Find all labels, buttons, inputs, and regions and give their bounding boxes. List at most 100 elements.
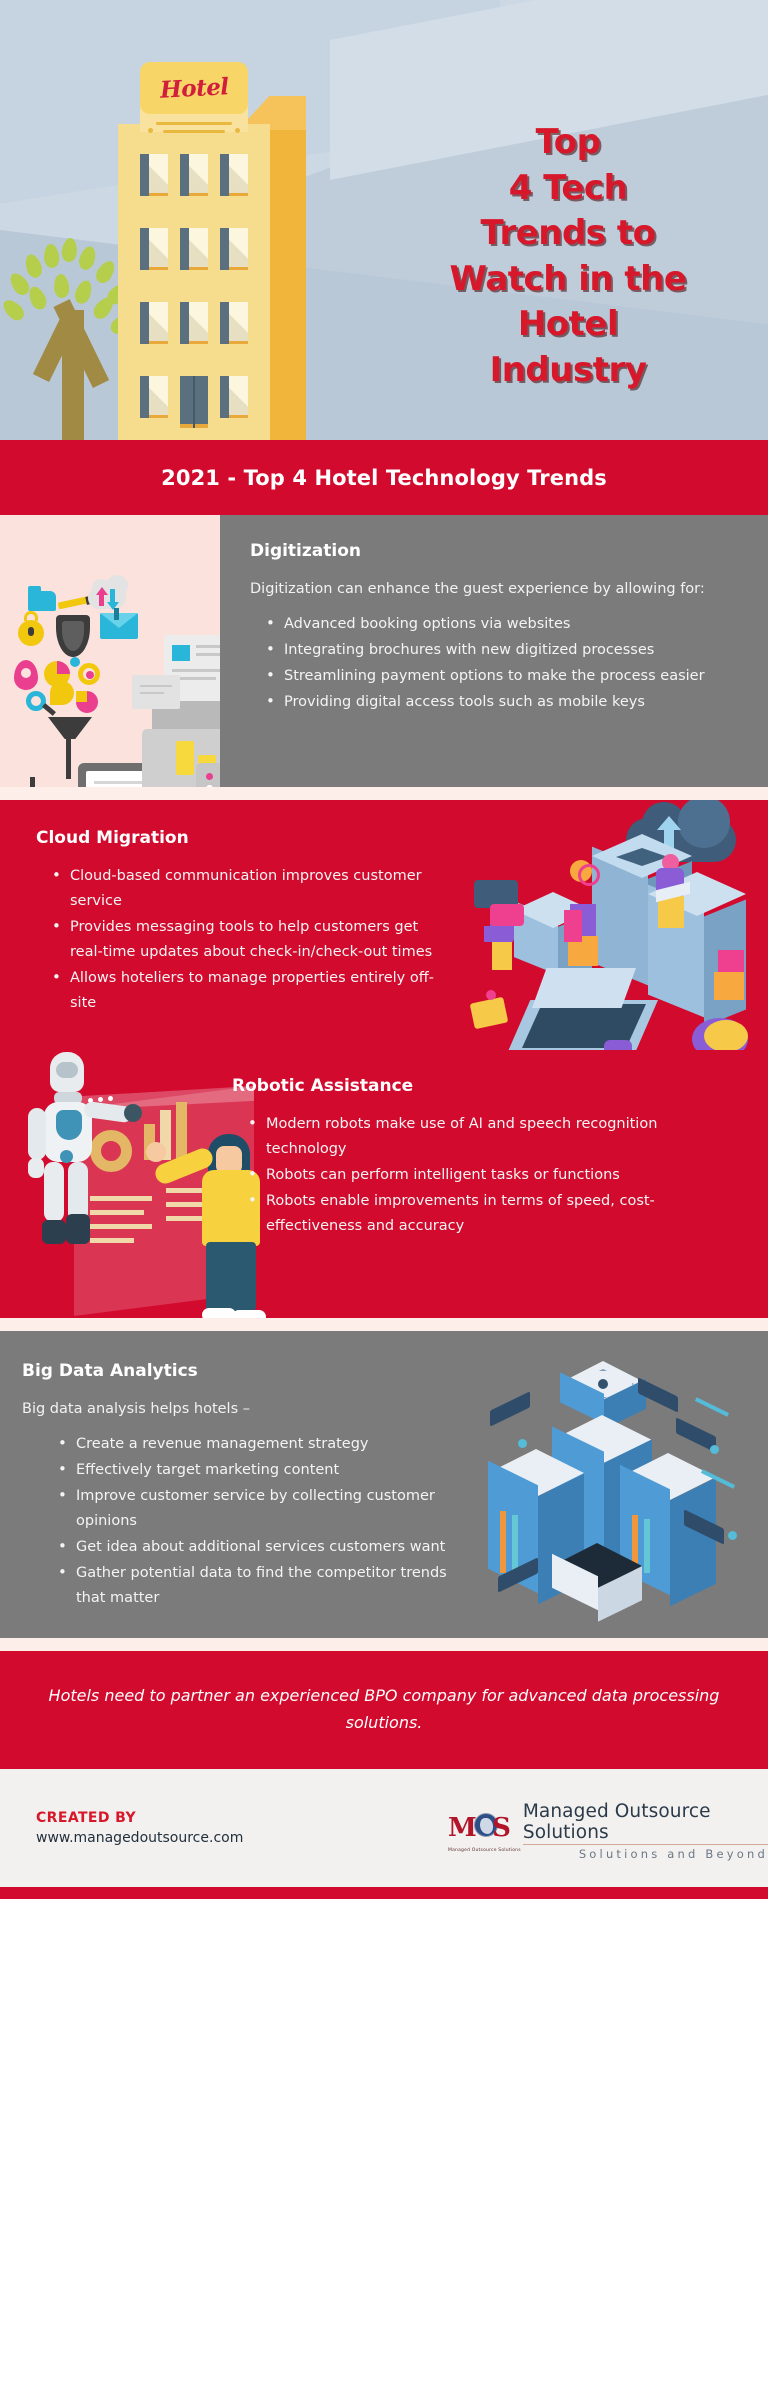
- list-item: Improve customer service by collecting c…: [58, 1483, 470, 1534]
- person-body-icon: [604, 1040, 632, 1050]
- list-item: Gather potential data to find the compet…: [58, 1560, 470, 1611]
- robot-chest-icon: [56, 1110, 82, 1140]
- bar-chart-bar: [160, 1110, 171, 1160]
- section-divider: [0, 1318, 768, 1331]
- dashboard-line: [166, 1216, 214, 1221]
- accent-dot-icon: [728, 1531, 737, 1540]
- building-window: [180, 151, 208, 196]
- donut-chart-slice-icon: [704, 1020, 748, 1050]
- bottom-strip: [0, 1886, 768, 1899]
- sign-decor-dot: [148, 128, 153, 133]
- chat-bubble-icon: [474, 880, 518, 908]
- robot-core-icon: [60, 1150, 73, 1163]
- person-legs-icon: [658, 896, 684, 928]
- dashboard-line: [90, 1238, 134, 1243]
- server-indicator-icon: [500, 1511, 506, 1573]
- folder-tab-icon: [28, 586, 41, 592]
- pie-slice-icon: [57, 661, 70, 674]
- globe-icon: [474, 1812, 498, 1837]
- section-robotic-assistance: Robotic Assistance Modern robots make us…: [0, 1050, 768, 1318]
- list-item: Get idea about additional services custo…: [58, 1534, 470, 1560]
- person-shoe-icon: [202, 1308, 236, 1318]
- upload-arrow-head-icon: [96, 587, 108, 595]
- dashboard-line: [166, 1188, 214, 1193]
- list-item: Cloud-based communication improves custo…: [52, 863, 450, 914]
- robot-leg-icon: [68, 1162, 88, 1222]
- envelope-icon: [469, 996, 509, 1030]
- data-tag-icon: [490, 1391, 530, 1427]
- company-logo: M S Managed Outsource Solutions Managed …: [448, 1801, 768, 1861]
- robot-leg-icon: [44, 1162, 64, 1222]
- footer-credit: CREATED BY www.managedoutsource.com: [36, 1810, 243, 1846]
- closing-statement-text: Hotels need to partner an experienced BP…: [48, 1685, 720, 1732]
- map-pin-hole-icon: [21, 668, 31, 678]
- coin-stack-icon: [176, 741, 194, 775]
- person-hand-icon: [146, 1142, 166, 1162]
- bar-block-icon: [564, 910, 582, 942]
- donut-chart-icon: [90, 1130, 132, 1172]
- robotic-assistance-content: Robotic Assistance Modern robots make us…: [232, 1050, 768, 1268]
- building-window: [220, 151, 248, 196]
- lock-shackle-icon: [24, 611, 38, 621]
- person-face-icon: [216, 1146, 242, 1174]
- list-item: Robots enable improvements in terms of s…: [248, 1188, 732, 1239]
- upload-arrow-icon: [99, 591, 104, 606]
- big-data-lede: Big data analysis helps hotels –: [22, 1401, 250, 1417]
- section-big-data-analytics: Big Data Analytics Big data analysis hel…: [0, 1331, 768, 1638]
- accent-dot-icon: [518, 1439, 527, 1448]
- target-center-icon: [86, 671, 94, 679]
- magnifier-lens-icon: [26, 691, 46, 711]
- magnifier-handle-icon: [42, 703, 56, 716]
- ring-icon: [578, 864, 600, 886]
- logo-letter-s: S: [492, 1812, 511, 1843]
- digitization-lede: Digitization can enhance the guest exper…: [250, 581, 705, 597]
- dashboard-dot: [88, 1098, 93, 1103]
- big-data-illustration: [488, 1361, 758, 1622]
- person-head-icon: [610, 1026, 627, 1043]
- pie-slice-icon: [76, 691, 87, 702]
- list-item: Streamlining payment options to make the…: [266, 663, 728, 689]
- hotel-building-illustration: Hotel: [118, 62, 328, 440]
- robot-hand-icon: [124, 1104, 142, 1122]
- server-node-side-icon: [670, 1477, 716, 1607]
- tree-leaf: [92, 257, 119, 287]
- folder-icon: [28, 591, 56, 611]
- person-head-icon: [662, 854, 679, 871]
- paper-line: [140, 692, 164, 694]
- shield-inner-icon: [62, 621, 84, 651]
- lock-keyhole-icon: [28, 627, 34, 636]
- building-side-wall: [268, 116, 306, 440]
- cloud-arrow-icon: [664, 824, 674, 848]
- footer: CREATED BY www.managedoutsource.com M S …: [0, 1768, 768, 1887]
- dot-icon: [70, 657, 80, 667]
- cloud-puff-icon: [678, 800, 730, 848]
- dashboard-line: [166, 1202, 206, 1207]
- hotel-sign: Hotel: [140, 62, 248, 114]
- chat-bubble-icon: [490, 904, 524, 926]
- bar-block-icon: [714, 972, 744, 1000]
- footer-website-url[interactable]: www.managedoutsource.com: [36, 1829, 244, 1846]
- paper-thumb-icon: [172, 645, 190, 661]
- envelope-arrow-icon: [114, 608, 119, 620]
- building-window: [140, 225, 168, 270]
- big-data-title: Big Data Analytics: [22, 1361, 198, 1381]
- server-node-center-icon: [598, 1379, 608, 1389]
- dashboard-line: [90, 1210, 144, 1215]
- tree-leaf: [53, 273, 70, 299]
- paper-line: [196, 653, 220, 656]
- server-led-icon: [206, 785, 213, 787]
- cloud-migration-illustration: [466, 800, 766, 1050]
- server-tower-vent-icon: [616, 848, 668, 866]
- sign-decor-dot: [235, 128, 240, 133]
- paper-line: [140, 685, 172, 687]
- list-item: Advanced booking options via websites: [266, 611, 728, 637]
- accent-dot-icon: [710, 1445, 719, 1454]
- digitization-bullet-list: Advanced booking options via websites In…: [266, 611, 728, 715]
- building-window: [220, 225, 248, 270]
- robot-visor-icon: [56, 1062, 78, 1078]
- building-window: [180, 225, 208, 270]
- bar-chart-bar: [144, 1124, 155, 1160]
- section-divider: [0, 1637, 768, 1651]
- logo-mark-caption: Managed Outsource Solutions: [448, 1847, 521, 1853]
